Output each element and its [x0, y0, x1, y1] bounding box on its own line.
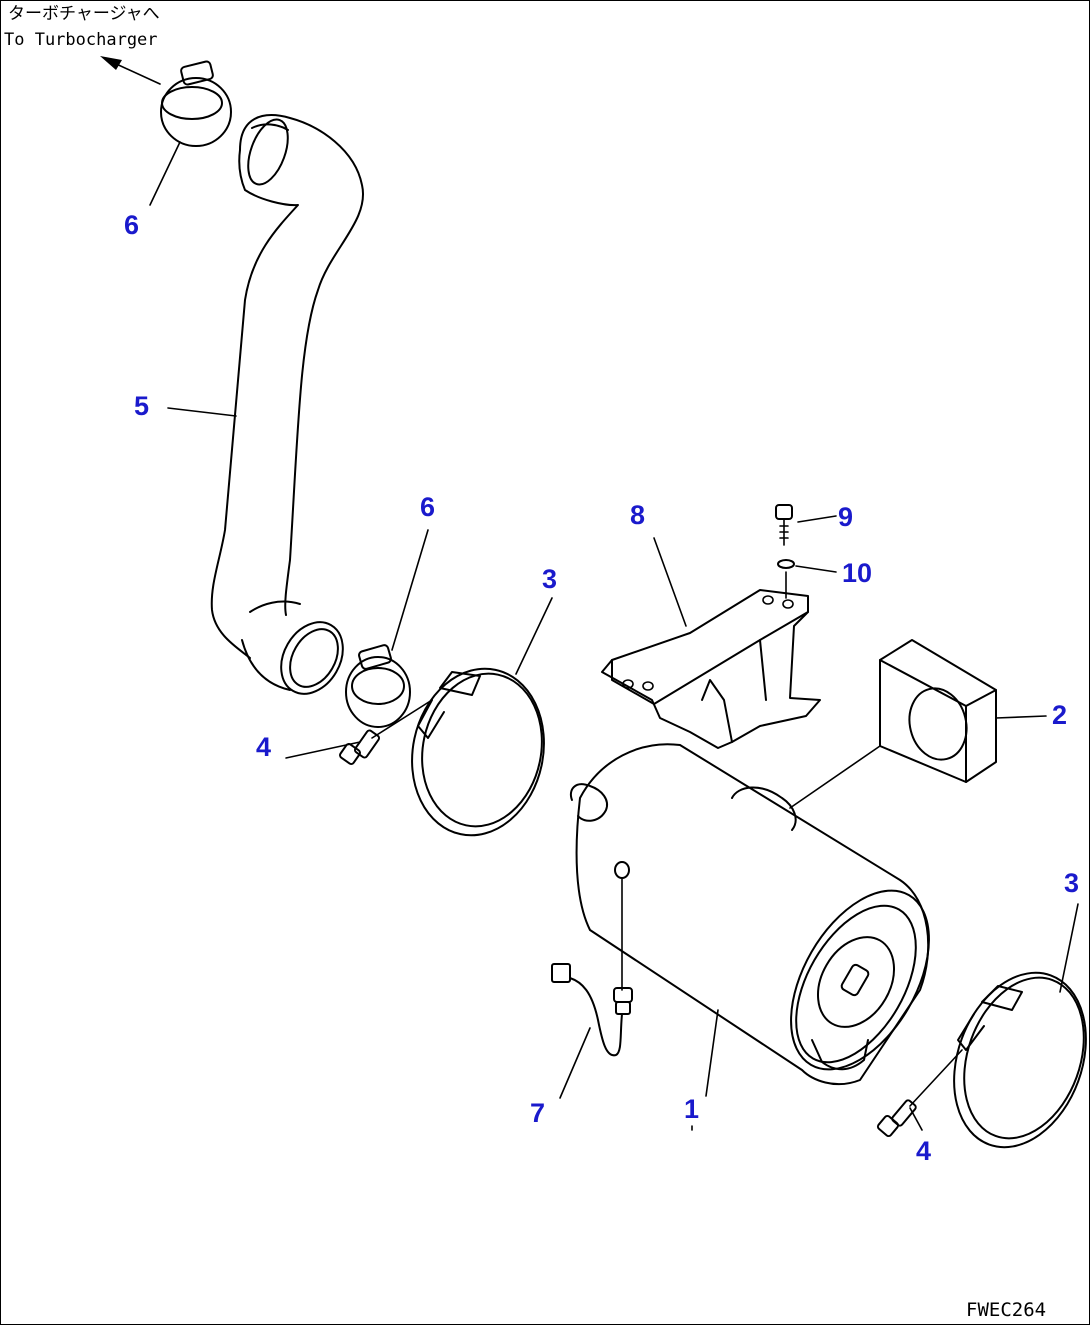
hose-clamp-lower: [345, 644, 411, 728]
band-clamp-left: [411, 667, 545, 837]
callouts: 6 5 6 3 8 9 10 2 4 3 7 1 4: [124, 210, 1079, 1166]
bolt-bracket: [775, 504, 793, 546]
intake-hose: [210, 114, 365, 695]
callout-8: 8: [630, 500, 645, 530]
rubber-mount: [789, 639, 997, 809]
leader-lines: [149, 141, 1079, 1131]
washer-bracket: [777, 559, 795, 599]
callout-5: 5: [134, 391, 149, 421]
callout-6-lower: 6: [420, 492, 435, 522]
callout-4-left: 4: [256, 732, 271, 762]
flow-arrow-head: [100, 56, 122, 70]
callout-2: 2: [1052, 700, 1067, 730]
band-clamp-right: [953, 971, 1087, 1149]
note-english: To Turbocharger: [4, 30, 158, 50]
dust-indicator-switch: [551, 963, 633, 1057]
callout-9: 9: [838, 502, 853, 532]
callout-4-right: 4: [916, 1136, 931, 1166]
bolt-right: [876, 1049, 963, 1138]
mounting-bracket: [601, 589, 821, 749]
note-japanese: ターボチャージャへ: [8, 4, 160, 24]
callout-1: 1: [684, 1094, 699, 1124]
air-cleaner: [570, 743, 930, 1086]
callout-3-right: 3: [1064, 868, 1079, 898]
flow-arrow-line: [111, 61, 161, 85]
callout-10: 10: [842, 558, 872, 588]
callout-6-top: 6: [124, 210, 139, 240]
hose-clamp-top: [160, 60, 232, 147]
bolt-left: [339, 699, 433, 765]
callout-7: 7: [530, 1098, 545, 1128]
callout-3-left: 3: [542, 564, 557, 594]
drawing-code: FWEC264: [966, 1299, 1046, 1321]
turbocharger-note: ターボチャージャへ To Turbocharger: [4, 4, 161, 85]
